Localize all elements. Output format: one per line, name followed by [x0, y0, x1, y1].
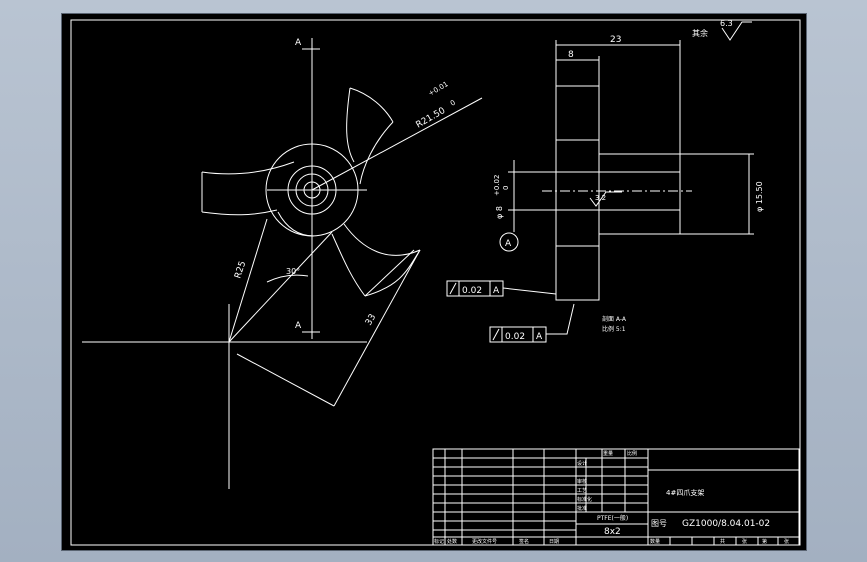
drawing-frame: [70, 19, 801, 546]
gdt2-tolerance: 0.02: [505, 332, 525, 342]
section-label-top: A: [295, 38, 302, 48]
outer-dia-label: φ 15.50: [755, 181, 764, 212]
tb-drawing-no-label: 图号: [651, 519, 667, 528]
dim-23-label: 23: [610, 35, 621, 45]
roughness-value: 6.3: [720, 19, 733, 28]
gdt-frame-1: 0.02 A: [446, 280, 557, 297]
section-note-1: 剖面 A-A: [602, 315, 627, 323]
r25-label: R25: [233, 260, 248, 280]
dim-33-label: 33: [364, 313, 378, 328]
tb-hdr-sign: 签名: [519, 538, 529, 545]
tb-row-design: 设计: [577, 460, 587, 467]
roughness-label: 其余: [692, 28, 708, 38]
dim-8-label: 8: [568, 50, 574, 60]
gdt-frame-2: 0.02 A: [489, 303, 575, 343]
tb-hdr-count: 处数: [447, 538, 457, 545]
tb-hdr-doc: 更改文件号: [472, 538, 497, 545]
gdt1-datum: A: [493, 286, 500, 296]
tb-drawing-no: GZ1000/8.04.01-02: [682, 519, 770, 529]
tb-row-process: 工艺: [577, 488, 587, 494]
tb-weight-label: 重量: [603, 450, 613, 457]
tb-part-name: 4#四爪支架: [666, 488, 704, 497]
tb-scale-label: 比例: [627, 450, 637, 457]
bore-tol-lower: 0: [502, 186, 510, 190]
tb-row-approve: 批准: [577, 505, 587, 512]
title-block: 标记 处数 更改文件号 签名 日期 设计 审核 工艺 标准化 批准 重量 比例 …: [432, 448, 800, 546]
gdt1-tolerance: 0.02: [462, 286, 482, 296]
radius-tol-upper: +0.01: [427, 80, 450, 98]
section-note-2: 比例 5:1: [602, 325, 626, 333]
tb-hdr-mark: 标记: [434, 538, 444, 545]
tb-material: PTFE(一般): [597, 514, 628, 522]
tb-row-std: 标准化: [577, 496, 592, 503]
drawing-viewport[interactable]: A A R21.50 +0.01 0 R25 30° 33: [61, 13, 807, 551]
datum-a-label: A: [505, 239, 512, 249]
gdt2-datum: A: [536, 332, 543, 342]
angle-label: 30°: [286, 267, 300, 276]
radius-label: R21.50: [415, 106, 448, 131]
tb-hdr-date: 日期: [549, 539, 559, 545]
bore-dia-label: φ 8: [495, 206, 504, 219]
tb-bottom-4: 张: [784, 538, 789, 545]
inner-roughness-label: 3.2: [595, 194, 606, 202]
radius-tol-lower: 0: [449, 99, 457, 108]
tb-row-check: 审核: [577, 478, 587, 485]
tb-qty-label: 数量: [650, 538, 660, 545]
tb-bottom-2: 张: [742, 538, 747, 545]
tb-spec: 8x2: [604, 527, 621, 537]
tb-bottom-1: 共: [720, 538, 725, 545]
front-view: A A R21.50 +0.01 0 R25 30° 33: [82, 38, 483, 489]
cad-drawing[interactable]: A A R21.50 +0.01 0 R25 30° 33: [62, 14, 806, 550]
tb-bottom-3: 第: [762, 538, 767, 545]
section-label-bottom: A: [295, 321, 302, 331]
bore-tol-upper: +0.02: [493, 175, 501, 196]
section-view: 23 8 φ 8 +0.02 0 A φ 15.50: [446, 19, 764, 343]
